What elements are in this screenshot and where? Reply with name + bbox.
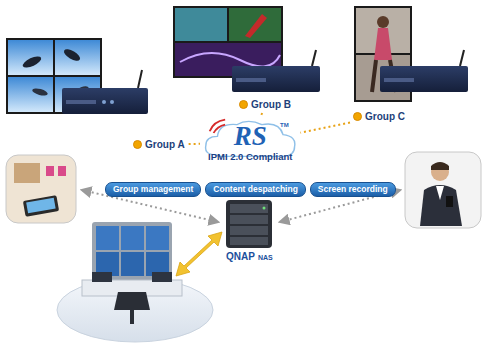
phone-user (405, 152, 481, 228)
group-label: Group C (352, 110, 407, 123)
dotted-connector (261, 113, 262, 116)
media-player-a (62, 70, 148, 114)
feature-band: Screen recording (310, 182, 396, 197)
media-player-c (380, 50, 468, 92)
tablet-scene (6, 155, 76, 223)
logo-text: RS (208, 122, 292, 151)
product-name: NAS (258, 253, 273, 262)
status-dot (353, 112, 362, 121)
control-room (57, 222, 213, 342)
sync-arrow (176, 232, 222, 276)
group-name: Group B (251, 98, 291, 111)
dotted-connector (300, 123, 350, 133)
feature-band: Group management (105, 182, 201, 197)
group-label: Group A (132, 138, 187, 151)
compliance-text: IPMI 2.0 Compliant (208, 151, 292, 163)
brand-name: QNAP (226, 251, 255, 263)
feature-name: Group management (113, 184, 193, 195)
group-name: Group C (365, 110, 405, 123)
trademark: TM (280, 122, 289, 129)
feature-name: Screen recording (318, 184, 388, 195)
status-dot (133, 140, 142, 149)
status-dot (239, 100, 248, 109)
nas-device (226, 200, 272, 248)
group-label: Group B (238, 98, 293, 111)
group-name: Group A (145, 138, 185, 151)
dotted-connector (189, 143, 200, 145)
feature-name: Content despatching (213, 184, 298, 195)
feature-band: Content despatching (205, 182, 306, 197)
video-wall-a (6, 38, 102, 114)
media-player-b (232, 50, 320, 92)
